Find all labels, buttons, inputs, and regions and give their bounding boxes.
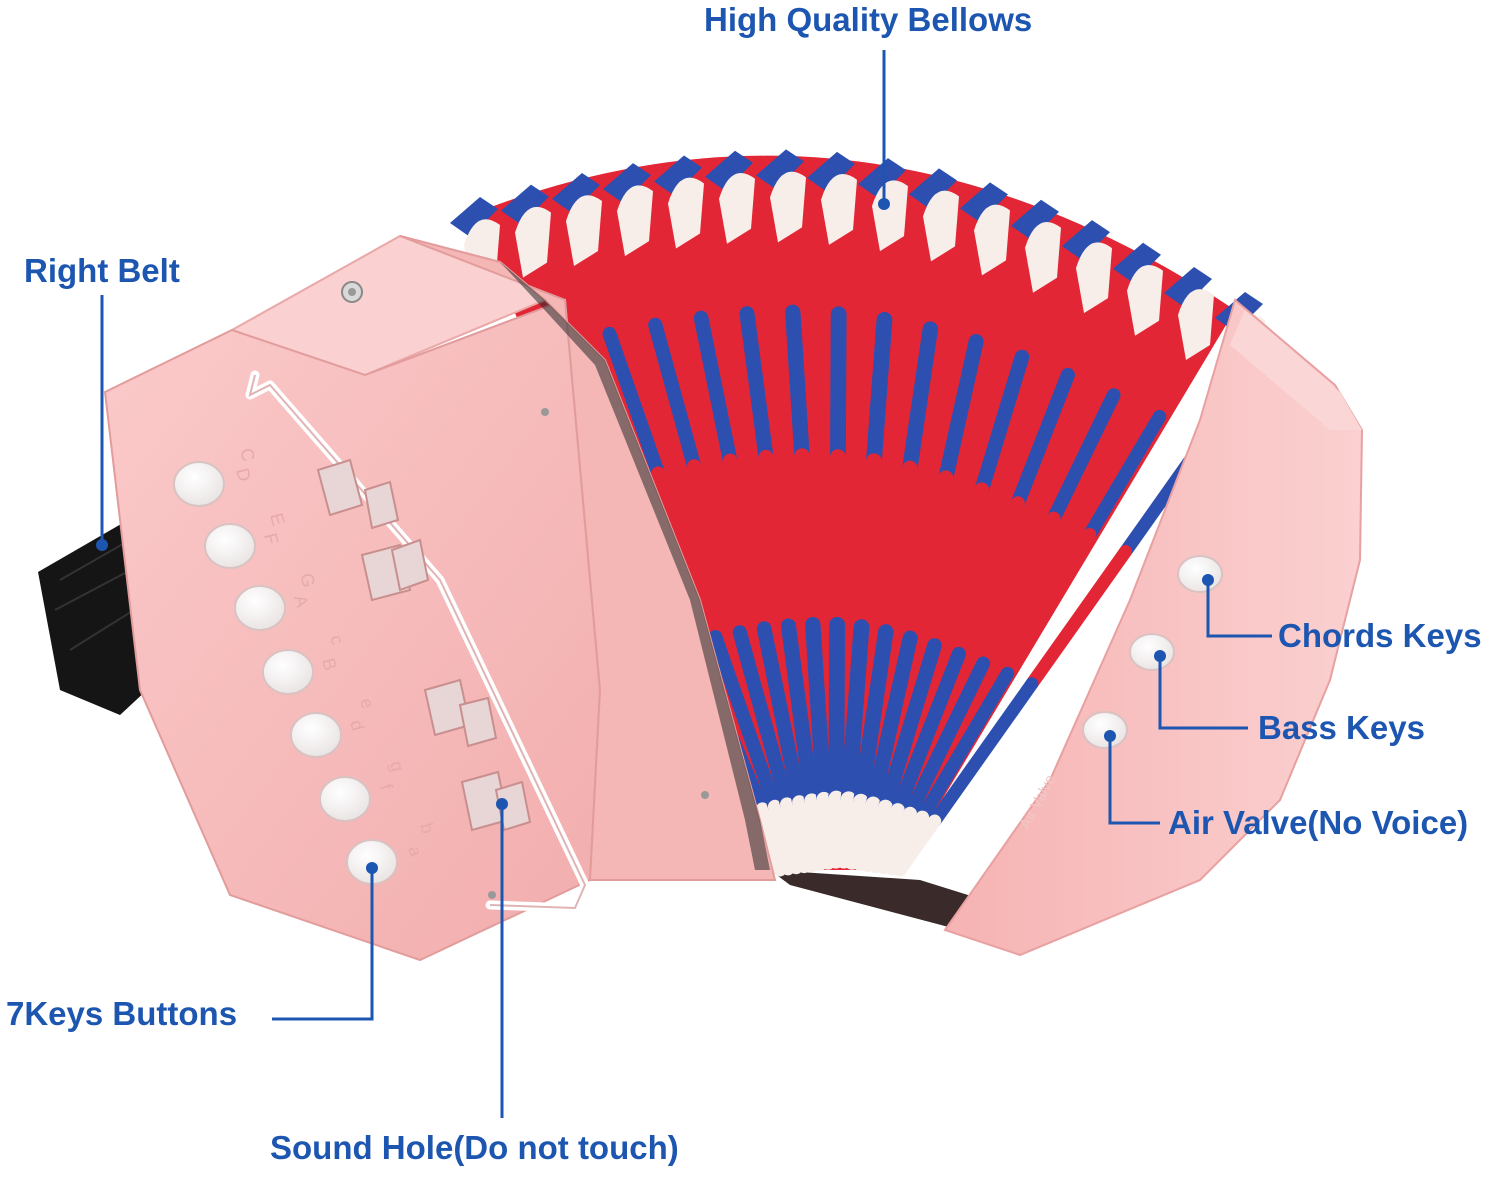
bellows-rib	[836, 625, 837, 799]
bellows-dot	[878, 198, 890, 210]
bass-keys-label: Bass Keys	[1258, 711, 1425, 744]
key-button[interactable]	[205, 524, 255, 568]
bellows-rib	[802, 456, 813, 625]
belt-dot	[96, 539, 108, 551]
bellows-rib	[838, 314, 839, 457]
key-button[interactable]	[263, 650, 313, 694]
bellows-rib	[824, 800, 828, 862]
bellows-label: High Quality Bellows	[704, 3, 1032, 36]
air-valve-key[interactable]	[1083, 712, 1127, 748]
key-button[interactable]	[291, 713, 341, 757]
chords-keys-label: Chords Keys	[1278, 619, 1482, 652]
key-button[interactable]	[235, 586, 285, 630]
bass-key[interactable]	[1130, 634, 1174, 670]
keys-dot	[366, 862, 378, 874]
key-button[interactable]	[320, 777, 370, 821]
keys-buttons-label: 7Keys Buttons	[6, 997, 237, 1030]
bellows-rib	[837, 457, 838, 625]
sound-hole-label: Sound Hole(Do not touch)	[270, 1131, 679, 1164]
bellows-rib	[793, 312, 802, 456]
chord-key[interactable]	[1178, 556, 1222, 592]
bellows-rib	[874, 320, 885, 461]
air-valve-label: Air Valve(No Voice)	[1168, 806, 1468, 839]
sound-hole-dot	[496, 798, 508, 810]
chords-dot	[1202, 574, 1214, 586]
air-valve-dot	[1104, 730, 1116, 742]
bass-dot	[1154, 650, 1166, 662]
right-belt-label: Right Belt	[24, 254, 180, 287]
key-button[interactable]	[174, 462, 224, 506]
